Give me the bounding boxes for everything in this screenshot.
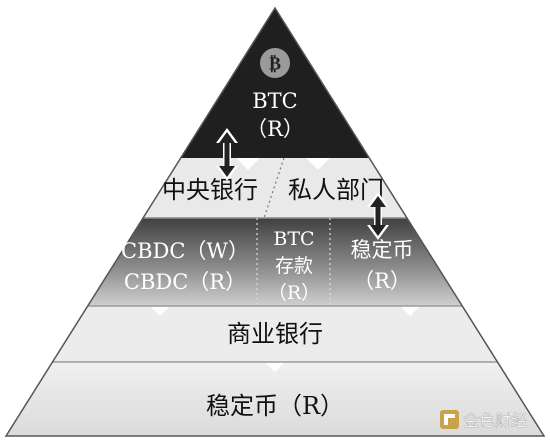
double-arrow-icon [367, 192, 389, 240]
cbdc-wholesale-label: CBDC（W） [121, 239, 249, 263]
watermark-text: 金色财经 [463, 411, 527, 430]
private-sector-label: 私人部门 [288, 176, 384, 204]
stablecoin-retail-label: （R） [353, 269, 411, 293]
btc-deposit-line1: BTC [273, 228, 314, 250]
jinse-logo-icon [440, 410, 459, 429]
double-arrow-icon [216, 128, 238, 181]
pyramid-outline [4, 6, 546, 437]
tier1-divider [263, 157, 285, 219]
apex-line2: （R） [246, 117, 304, 141]
btc-deposit-line2: 存款 [275, 255, 313, 277]
watermark: 金色财经 [440, 410, 527, 430]
cbdc-retail-label: CBDC（R） [124, 270, 246, 294]
svg-text:₿: ₿ [269, 54, 281, 75]
central-private-tier [6, 158, 544, 218]
bitcoin-icon: ₿ [260, 48, 290, 78]
commercial-bank-label: 商业银行 [227, 320, 323, 348]
apex-line1: BTC [252, 89, 298, 113]
stablecoin-base-tier [6, 362, 544, 436]
stablecoin-base-label: 稳定币（R） [206, 392, 344, 420]
btc-deposit-line3: （R） [268, 282, 320, 304]
central-bank-label: 中央银行 [162, 176, 258, 204]
commercial-bank-tier [6, 306, 544, 362]
stablecoin-label: 稳定币 [351, 238, 414, 262]
